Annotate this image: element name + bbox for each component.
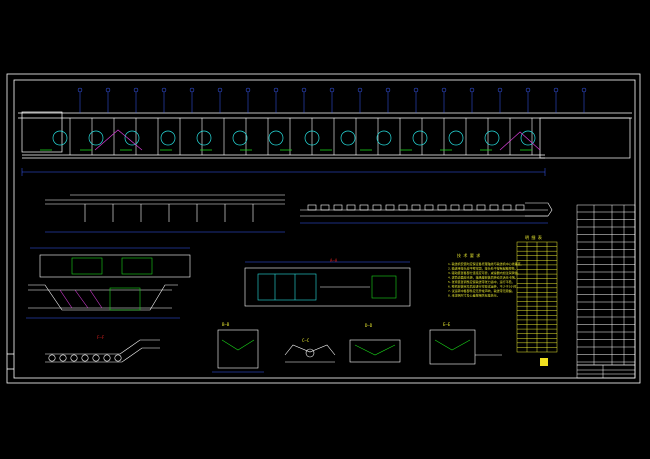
- carry-roller: [515, 204, 525, 211]
- technical-notes: 技 术 要 求 1.输送机安装时应保证各托辊轴线与输送机中心线垂直。2.输送带接…: [448, 252, 524, 298]
- balloon-callout-icon: [385, 87, 391, 93]
- return-roller: [48, 354, 56, 362]
- return-roller: [114, 354, 122, 362]
- section-view-1: [212, 329, 264, 373]
- conveyor-elevation-view: [18, 87, 632, 176]
- carry-roller: [307, 204, 317, 211]
- frame-elevation-right: [300, 202, 553, 224]
- carry-roller: [489, 204, 499, 211]
- view-label: A—A: [330, 258, 338, 263]
- view-label: E—E: [443, 322, 451, 327]
- note-line: 4.滚筒表面应光滑，轴承座安装后转动灵活无卡阻。: [448, 275, 518, 280]
- carry-roller: [359, 204, 369, 211]
- tail-pulley-view: [45, 339, 160, 363]
- center-plan-view: [244, 261, 411, 307]
- balloon-callout-icon: [189, 87, 195, 93]
- tail-section: [539, 117, 631, 159]
- parts-table-title: 明 细 表: [525, 234, 542, 240]
- note-line: 3.驱动装置各部分连接应可靠，减速器内加注润滑油。: [448, 270, 521, 275]
- balloon-callout-icon: [245, 87, 251, 93]
- return-roller: [81, 354, 89, 362]
- balloon-callout-icon: [525, 87, 531, 93]
- view-label: B—B: [222, 322, 230, 327]
- carry-roller: [411, 204, 421, 211]
- view-label: C—C: [302, 338, 310, 343]
- carry-roller: [398, 204, 408, 211]
- idler-roller: [340, 130, 356, 146]
- note-line: 7.试运转中各部件应无异常声响，输送带无跑偏。: [448, 288, 515, 293]
- idler-roller: [304, 130, 320, 146]
- carry-roller: [385, 204, 395, 211]
- view-label: F—F: [97, 335, 105, 340]
- balloon-callout-icon: [469, 87, 475, 93]
- idler-roller: [160, 130, 176, 146]
- balloon-callout-icon: [105, 87, 111, 93]
- drive-plan-view: [26, 247, 191, 319]
- idler-roller: [484, 130, 500, 146]
- section-view-3: [349, 339, 401, 363]
- balloon-callout-icon: [133, 87, 139, 93]
- idler-roller: [448, 130, 464, 146]
- note-line: 8.未注明尺寸及公差按相关标准执行。: [448, 293, 500, 298]
- idler-roller: [196, 130, 212, 146]
- carry-roller: [320, 204, 330, 211]
- note-line: 6.整机安装完毕后应进行空载试运转，不少于2小时。: [448, 284, 519, 289]
- frame-elevation-left: [45, 194, 285, 233]
- section-view-2: [284, 344, 336, 363]
- idler-roller: [232, 130, 248, 146]
- head-drive-unit: [21, 111, 63, 153]
- balloon-callout-icon: [413, 87, 419, 93]
- carry-roller: [346, 204, 356, 211]
- idler-roller: [268, 130, 284, 146]
- transition-bracket: [94, 129, 143, 151]
- parts-table-small: [516, 241, 558, 353]
- balloon-callout-icon: [581, 87, 587, 93]
- note-line: 2.输送带接头应平整牢固，接头处不得有起皱现象。: [448, 266, 518, 271]
- balloon-callout-icon: [77, 87, 83, 93]
- carry-roller: [333, 204, 343, 211]
- note-line: 1.输送机安装时应保证各托辊轴线与输送机中心线垂直。: [448, 261, 524, 266]
- idler-roller: [376, 130, 392, 146]
- highlight-marker: [540, 358, 548, 366]
- idler-roller: [88, 130, 104, 146]
- carry-roller: [372, 204, 382, 211]
- return-roller: [59, 354, 67, 362]
- balloon-callout-icon: [553, 87, 559, 93]
- carry-roller: [463, 204, 473, 211]
- balloon-callout-icon: [161, 87, 167, 93]
- balloon-callout-icon: [497, 87, 503, 93]
- balloon-callout-icon: [441, 87, 447, 93]
- balloon-callout-icon: [329, 87, 335, 93]
- note-line: 5.张紧装置调整应使输送带张力适中，运行平稳。: [448, 279, 515, 284]
- balloon-callout-icon: [301, 87, 307, 93]
- idler-roller: [52, 130, 68, 146]
- carry-roller: [476, 204, 486, 211]
- return-roller: [103, 354, 111, 362]
- balloon-callout-icon: [273, 87, 279, 93]
- carry-roller: [437, 204, 447, 211]
- outer-border: [6, 73, 641, 384]
- view-label: D—D: [365, 323, 373, 328]
- balloon-callout-icon: [217, 87, 223, 93]
- idler-roller: [412, 130, 428, 146]
- return-roller: [92, 354, 100, 362]
- idler-roller: [124, 130, 140, 146]
- notes-title: 技 术 要 求: [457, 252, 480, 258]
- return-roller: [70, 354, 78, 362]
- carry-roller: [424, 204, 434, 211]
- carry-roller: [450, 204, 460, 211]
- balloon-callout-icon: [357, 87, 363, 93]
- title-block: [576, 364, 636, 379]
- carry-roller: [502, 204, 512, 211]
- idler-roller: [520, 130, 536, 146]
- transition-bracket: [499, 131, 541, 151]
- section-view-4: [429, 329, 502, 365]
